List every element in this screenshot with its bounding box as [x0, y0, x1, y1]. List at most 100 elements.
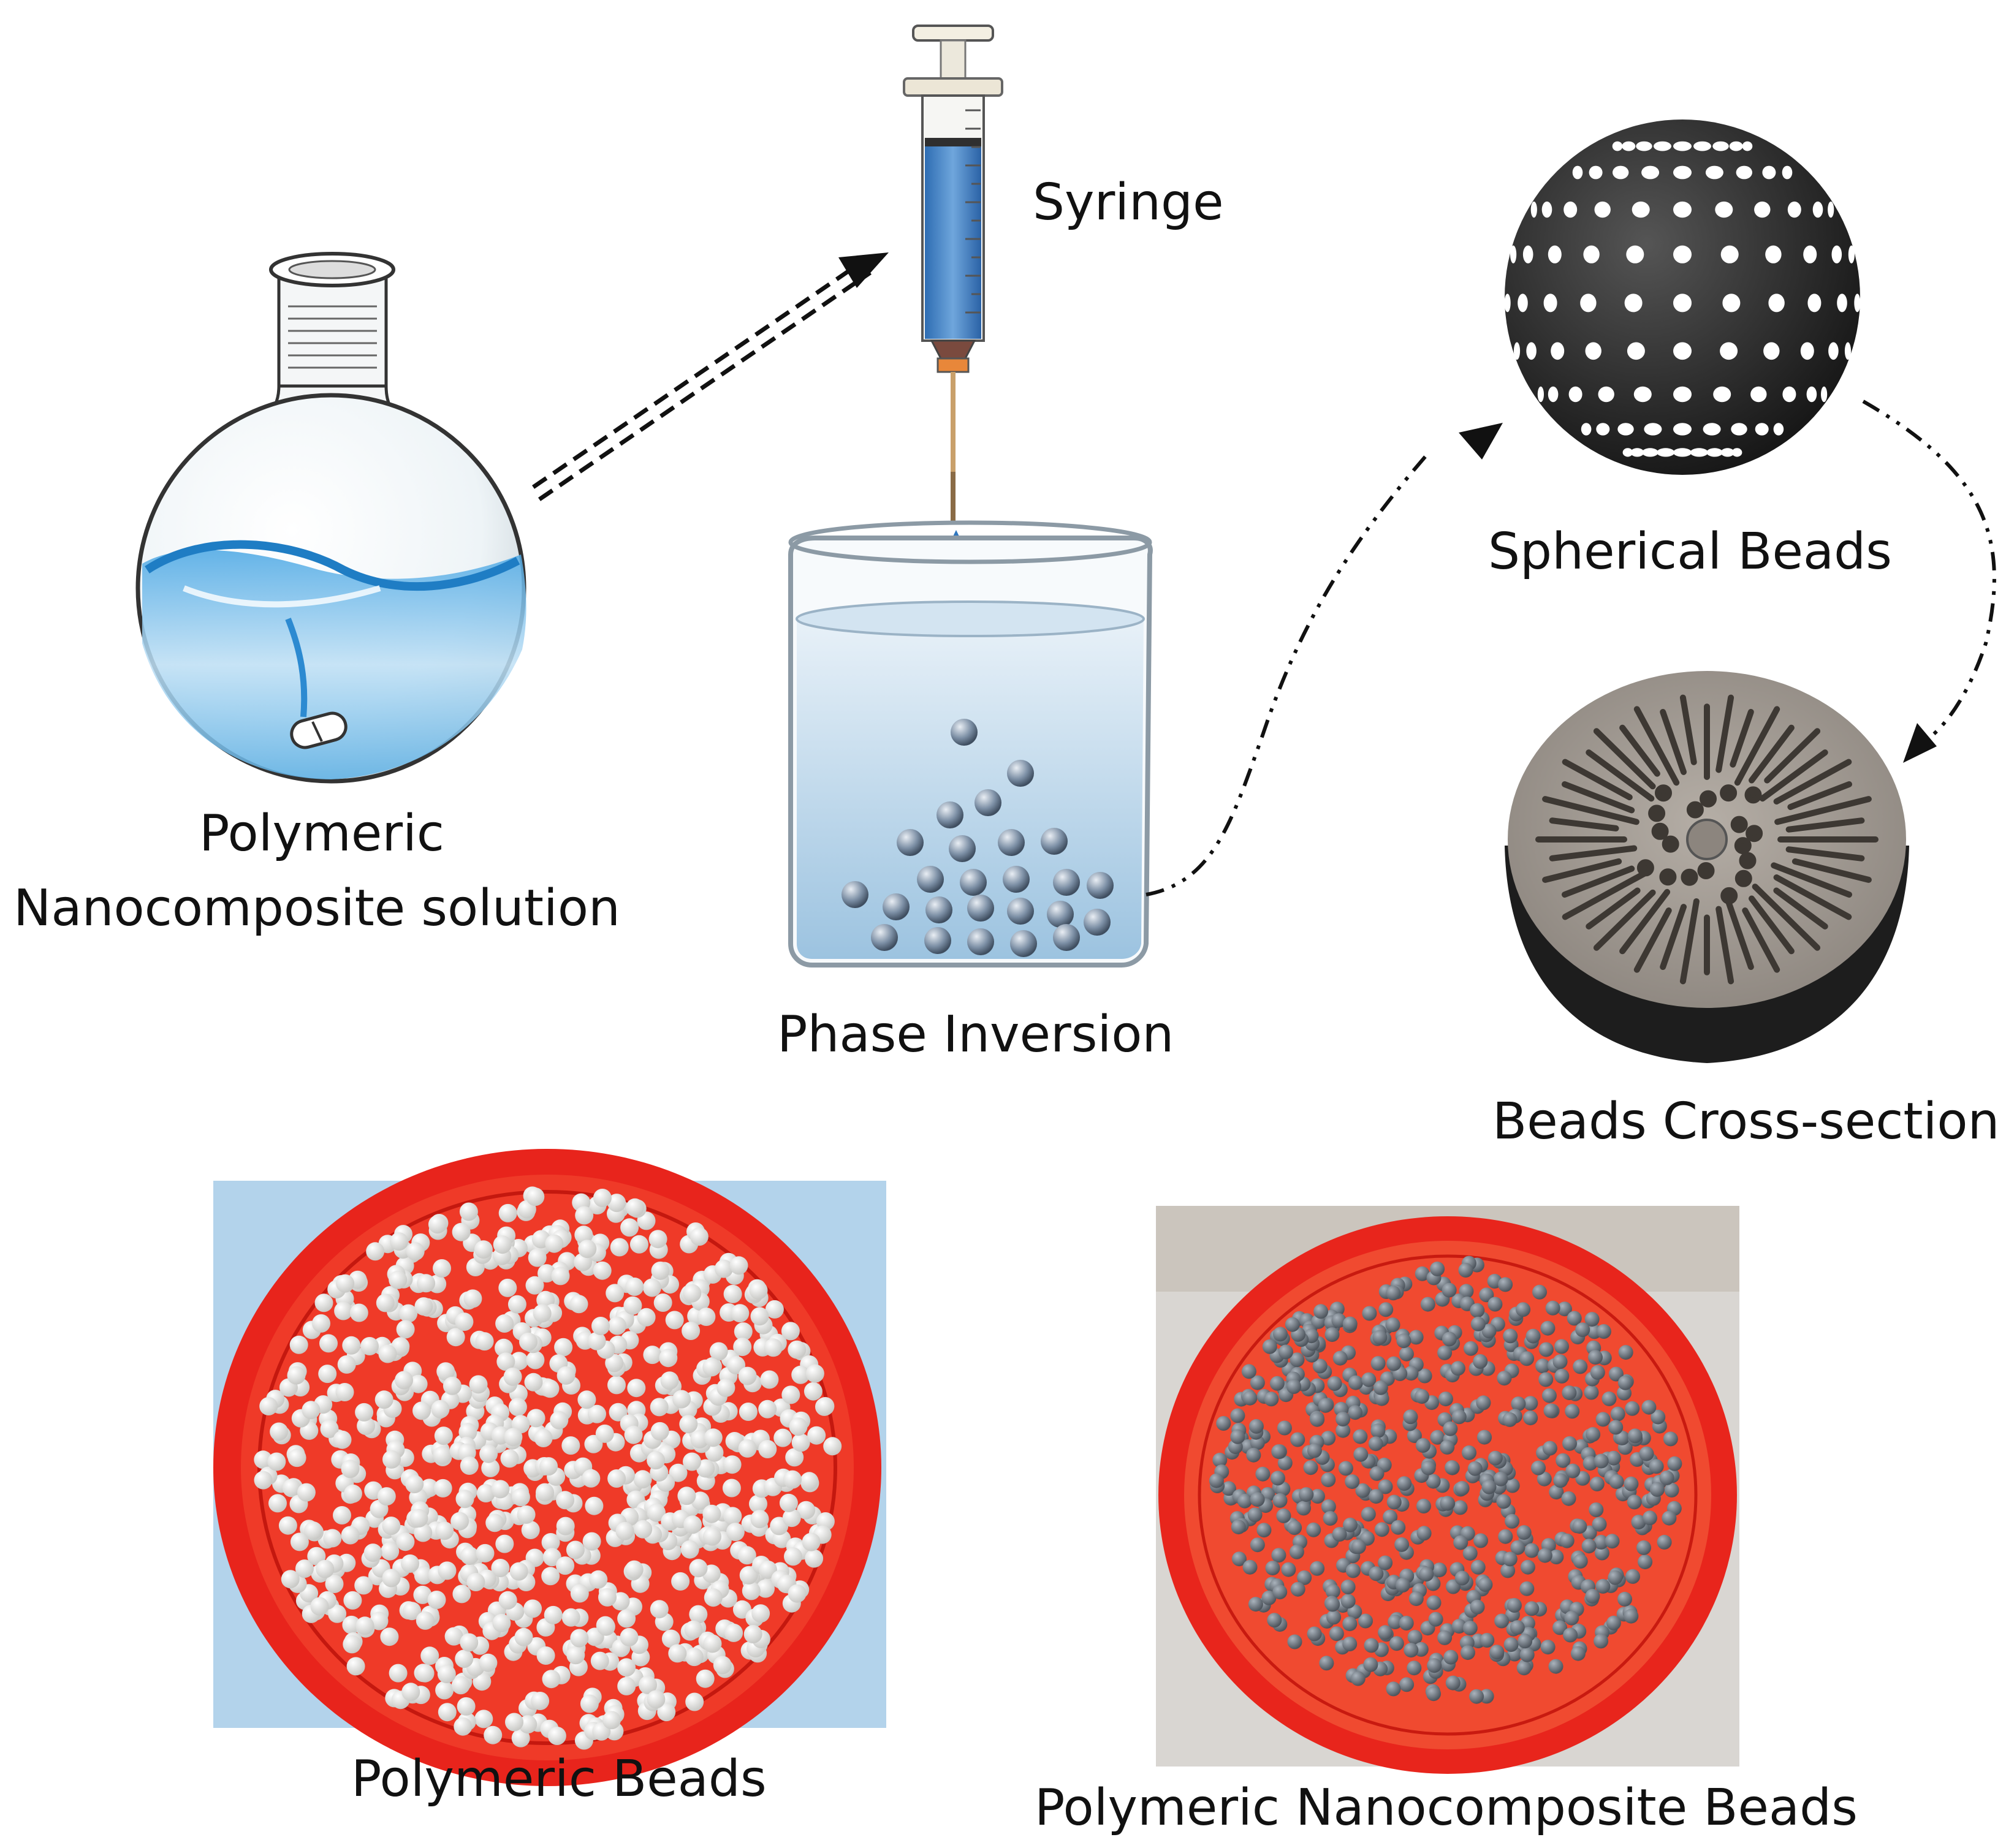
- grey-bead: [1606, 1450, 1621, 1466]
- grey-bead: [1523, 1411, 1538, 1426]
- white-bead: [320, 1420, 339, 1438]
- grey-bead: [1264, 1392, 1279, 1407]
- white-bead: [633, 1470, 652, 1489]
- sphere-pore: [1782, 386, 1796, 403]
- grey-bead: [1364, 1638, 1379, 1653]
- white-bead: [414, 1566, 433, 1585]
- white-bead: [788, 1584, 807, 1603]
- white-bead: [623, 1296, 642, 1315]
- sphere-pore: [1831, 245, 1842, 263]
- disc-channel: [1764, 728, 1821, 784]
- white-bead: [491, 1559, 510, 1577]
- beaker-bead: [883, 893, 910, 920]
- white-bead: [606, 1284, 625, 1303]
- grey-bead: [1589, 1502, 1604, 1517]
- white-bead: [585, 1496, 604, 1515]
- grey-bead: [1470, 1599, 1485, 1615]
- grey-bead: [1374, 1522, 1389, 1537]
- grey-bead: [1290, 1581, 1305, 1597]
- grey-bead: [1609, 1474, 1624, 1490]
- disc-channel: [1785, 817, 1865, 833]
- disc-channel: [1562, 759, 1633, 801]
- white-bead: [590, 1651, 609, 1670]
- grey-bead: [1391, 1520, 1406, 1535]
- sphere-pore: [1627, 342, 1645, 360]
- grey-bead: [1601, 1391, 1617, 1406]
- grey-bead: [1562, 1436, 1577, 1451]
- white-bead: [508, 1398, 527, 1417]
- sphere-pore: [1563, 201, 1578, 218]
- sphere-pore: [1673, 448, 1692, 457]
- white-bead: [466, 1573, 485, 1591]
- grey-bead: [1541, 1388, 1557, 1403]
- white-bead: [343, 1591, 362, 1610]
- white-bead: [566, 1540, 585, 1559]
- grey-bead: [1237, 1493, 1252, 1509]
- white-bead: [816, 1397, 835, 1415]
- beaker-bead: [998, 829, 1025, 856]
- white-bead: [414, 1523, 433, 1542]
- grey-bead: [1450, 1361, 1465, 1376]
- white-bead: [602, 1711, 621, 1730]
- grey-bead: [1594, 1453, 1609, 1469]
- grey-bead: [1573, 1359, 1588, 1374]
- sphere-pore: [1585, 342, 1601, 360]
- white-bead: [683, 1515, 702, 1534]
- sphere-pore: [1612, 141, 1623, 151]
- beaker-bead: [1010, 930, 1037, 957]
- white-bead: [805, 1364, 824, 1383]
- grey-bead: [1399, 1346, 1414, 1361]
- grey-bead: [1271, 1444, 1286, 1460]
- grey-bead: [1627, 1428, 1643, 1444]
- grey-bead: [1631, 1515, 1646, 1530]
- white-bead: [765, 1300, 784, 1319]
- white-bead: [495, 1314, 514, 1333]
- sphere-pore: [1673, 386, 1692, 403]
- white-bead: [455, 1312, 474, 1331]
- white-bead: [580, 1694, 599, 1713]
- white-bead: [647, 1503, 666, 1522]
- grey-bead: [1535, 1358, 1550, 1374]
- white-bead: [355, 1403, 374, 1422]
- grey-bead: [1479, 1287, 1494, 1303]
- sphere-pore: [1504, 293, 1511, 312]
- white-bead: [318, 1365, 337, 1384]
- white-bead: [366, 1242, 385, 1261]
- sphere-pore: [1622, 141, 1636, 151]
- spherical-beads-label: Spherical Beads: [1488, 523, 1892, 581]
- white-bead: [526, 1187, 545, 1206]
- sphere-pore: [1641, 165, 1660, 180]
- white-bead: [650, 1398, 669, 1417]
- sphere-pore: [1712, 141, 1729, 151]
- white-bead: [534, 1429, 553, 1447]
- white-bead: [650, 1422, 669, 1441]
- grey-bead: [1608, 1570, 1623, 1585]
- white-bead: [533, 1304, 552, 1323]
- white-bead: [627, 1379, 646, 1398]
- grey-bead: [1445, 1675, 1461, 1691]
- sphere-pore: [1828, 342, 1839, 360]
- white-bead: [582, 1469, 601, 1488]
- white-bead: [354, 1576, 373, 1595]
- grey-bead: [1242, 1390, 1258, 1406]
- sphere-pore: [1705, 165, 1723, 180]
- grey-bead: [1462, 1621, 1478, 1635]
- grey-bead: [1473, 1533, 1488, 1548]
- sphere-pore: [1657, 448, 1675, 457]
- grey-bead: [1548, 1659, 1563, 1674]
- white-bead: [607, 1376, 626, 1395]
- cross-section-disc-icon: [1505, 671, 1909, 1063]
- grey-bead: [1649, 1482, 1665, 1497]
- grey-bead: [1659, 1470, 1674, 1485]
- disc-channel: [1549, 817, 1619, 831]
- white-bead: [726, 1523, 745, 1542]
- white-bead: [333, 1430, 352, 1449]
- grey-bead: [1573, 1554, 1588, 1569]
- grey-bead: [1287, 1520, 1302, 1536]
- sphere-pore: [1800, 342, 1814, 360]
- white-bead: [643, 1346, 662, 1365]
- beaker-bead: [1041, 828, 1068, 855]
- grey-bead: [1318, 1398, 1333, 1413]
- grey-bead: [1505, 1513, 1520, 1529]
- sphere-pore: [1580, 293, 1597, 312]
